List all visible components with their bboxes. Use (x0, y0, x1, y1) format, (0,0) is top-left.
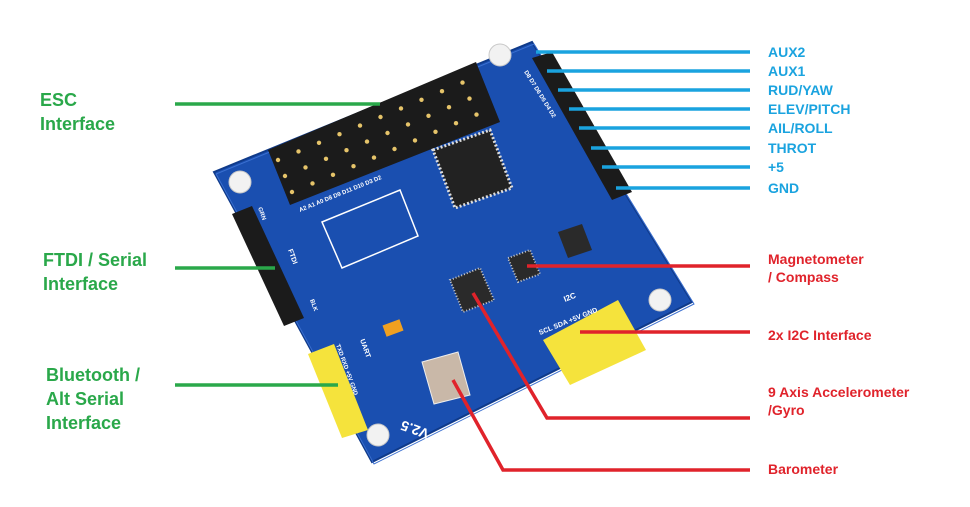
sensor-lines (451, 264, 750, 472)
label-imu: 9 Axis Accelerometer /Gyro (768, 383, 909, 419)
header-pin (289, 189, 295, 195)
header-pin (371, 155, 377, 160)
header-pin (275, 157, 281, 163)
label-line: ESC (40, 90, 78, 110)
rx-pin-label: GND (768, 180, 800, 196)
header-pin (357, 123, 363, 128)
silk-blk: BLK (308, 299, 318, 313)
header-pin (392, 146, 397, 152)
label-line: Bluetooth / (46, 365, 140, 385)
header-pin (426, 113, 431, 119)
header-pin (405, 122, 411, 127)
mcu-chip (431, 128, 514, 210)
mount-hole (488, 43, 512, 67)
compass-chip (506, 248, 542, 284)
label-line: /Gyro (768, 402, 805, 418)
esc-side-lines (175, 102, 380, 387)
header-pin (364, 139, 370, 144)
capacitor (382, 319, 404, 337)
rx-pin-label: AUX2 (768, 44, 806, 60)
mount-hole (228, 170, 252, 194)
label-line: / Compass (768, 269, 839, 285)
mount-hole (648, 288, 672, 312)
header-pin (446, 105, 452, 110)
label-esc-interface: ESC Interface (40, 88, 115, 136)
uart-header (308, 344, 368, 438)
label-line: Magnetometer (768, 251, 864, 267)
label-ftdi-serial: FTDI / Serial Interface (43, 248, 147, 296)
regulator-chip (558, 224, 592, 258)
label-line: Alt Serial (46, 389, 125, 409)
rx-pin-label: ELEV/PITCH (768, 101, 851, 117)
header-pin (412, 138, 418, 143)
label-bluetooth: Bluetooth / Alt Serial Interface (46, 363, 140, 435)
label-line: FTDI / Serial (43, 250, 148, 270)
rx-pin-label: +5 (768, 159, 784, 175)
header-pin (433, 129, 438, 134)
header-pin (385, 130, 390, 136)
silk-grn: GRN (256, 207, 266, 222)
header-pin (303, 165, 308, 170)
rx-pin-label: RUD/YAW (768, 82, 833, 98)
header-pin (467, 96, 472, 101)
silk-i2c: I2C (562, 291, 577, 304)
label-line: 2x I2C Interface (768, 327, 872, 343)
header-pin (378, 114, 383, 120)
flight-controller-board: V2.5 I2C SCL SDA +5V GND UART TXD RXD +5… (212, 40, 695, 465)
header-pin (453, 121, 459, 126)
mount-hole (366, 423, 390, 447)
label-line: Interface (43, 274, 119, 294)
header-pin (316, 140, 322, 145)
header-pin (282, 173, 288, 179)
label-magnetometer: Magnetometer / Compass (768, 250, 864, 286)
header-pin (460, 80, 465, 85)
rx-pin-label: AIL/ROLL (768, 120, 833, 136)
analog-pads (321, 189, 419, 269)
header-pin (351, 164, 356, 169)
esc-header (268, 62, 500, 205)
i2c-header (543, 300, 646, 385)
label-line: Interface (46, 413, 122, 433)
header-pin (398, 106, 404, 111)
header-pin (439, 89, 445, 94)
silk-ftdi: FTDI (286, 248, 298, 265)
label-line: 9 Axis Accelerometer (768, 384, 910, 400)
label-barometer: Barometer (768, 460, 838, 478)
label-i2c: 2x I2C Interface (768, 326, 872, 344)
header-pin (337, 132, 342, 137)
label-line: Interface (40, 114, 116, 134)
header-pin (419, 97, 424, 103)
header-pin (344, 148, 349, 153)
rx-pin-lines (536, 50, 750, 190)
header-pin (474, 112, 479, 117)
rx-pin-label: AUX1 (768, 63, 806, 79)
rx-header (532, 52, 632, 200)
header-pin (296, 149, 301, 154)
header-pin (323, 156, 329, 161)
header-pin (310, 181, 315, 186)
imu-chip (448, 266, 496, 314)
ftdi-header (232, 206, 304, 326)
label-line: Barometer (768, 461, 839, 477)
header-pin (330, 172, 336, 177)
rx-pin-label: THROT (768, 140, 817, 156)
